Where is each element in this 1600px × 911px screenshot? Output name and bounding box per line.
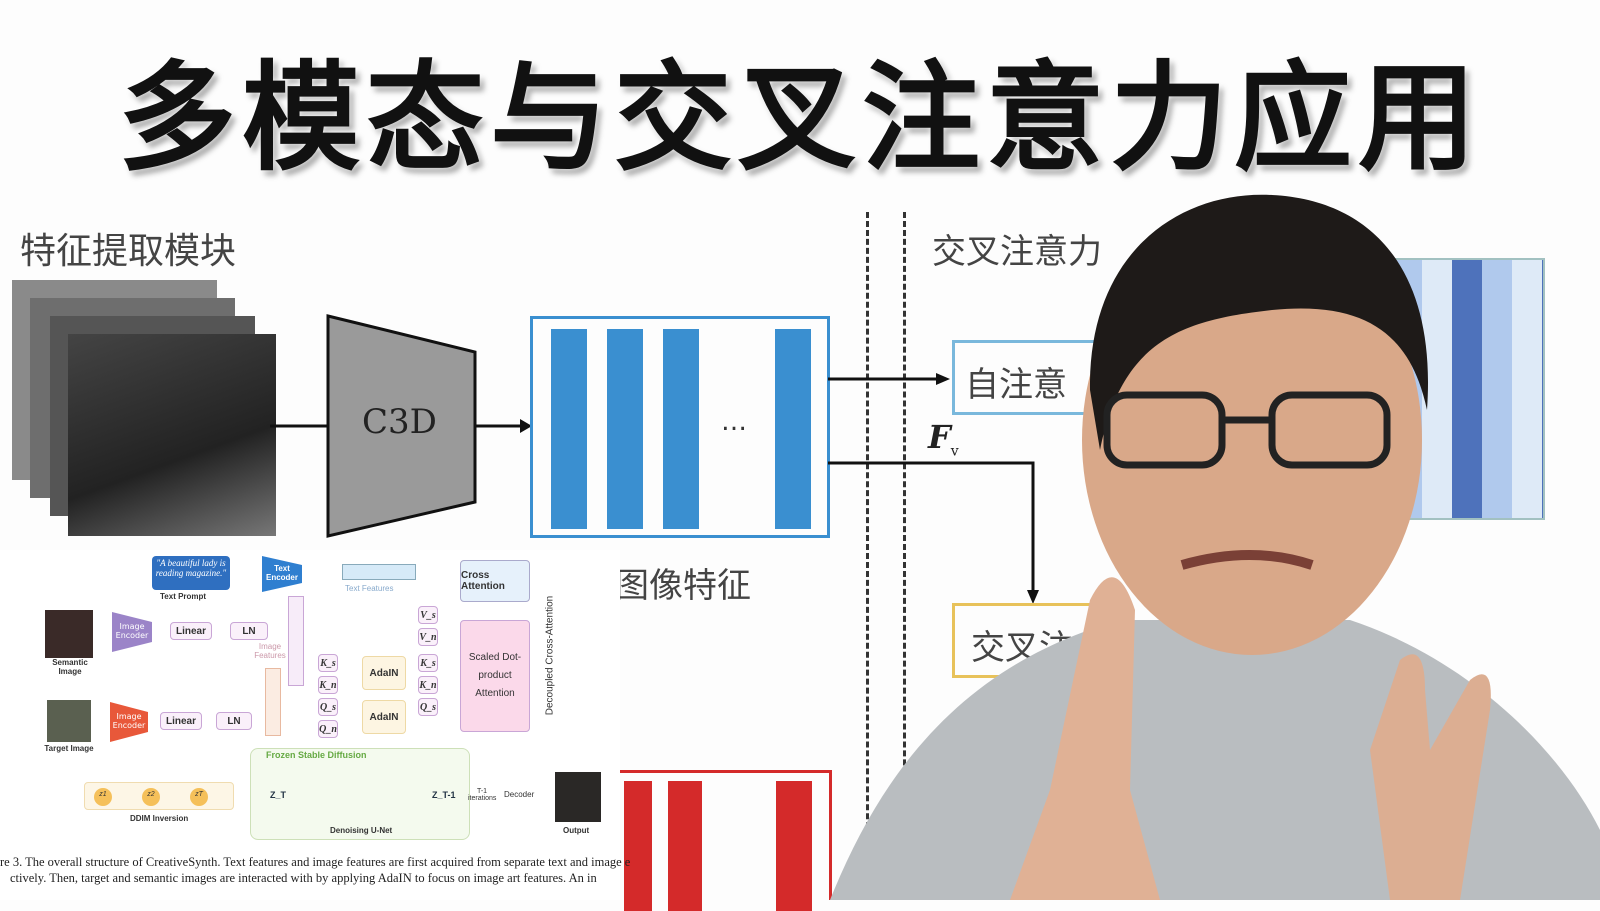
image-features-label: 图像特征 — [615, 566, 751, 606]
hand — [1370, 654, 1491, 900]
red-feature-box — [615, 770, 832, 911]
cross-attention-module-label: 交叉注意力 — [932, 232, 1102, 272]
key-label: V_n — [418, 628, 438, 646]
latent-node: z2 — [142, 788, 160, 806]
output-image — [555, 772, 601, 822]
video-frame — [68, 334, 276, 536]
target-image — [47, 700, 91, 742]
feature-module-label: 特征提取模块 — [20, 231, 237, 272]
key-label: K_s — [318, 654, 338, 672]
presenter — [830, 194, 1600, 900]
glasses-icon — [1103, 391, 1391, 469]
divider — [903, 212, 906, 900]
key-label: K_s — [418, 654, 438, 672]
semantic-image — [45, 610, 93, 658]
image-features-box: … — [530, 316, 830, 538]
c3d-diagram — [270, 314, 532, 538]
c3d-label: C3D — [362, 402, 437, 442]
ellipsis: … — [721, 407, 747, 437]
divider — [866, 212, 869, 900]
key-label: Q_s — [418, 698, 438, 716]
key-label: K_n — [418, 676, 438, 694]
video-title: 多模态与交叉注意力应用 — [117, 49, 1482, 187]
key-label: V_s — [418, 606, 438, 624]
key-label: Q_s — [318, 698, 338, 716]
hand — [1010, 577, 1160, 900]
figure-caption-line1: re 3. The overall structure of CreativeS… — [0, 855, 631, 869]
creativesynth-figure: "A beautiful lady is reading magazine." … — [0, 550, 630, 900]
fv-label: Fv — [928, 418, 959, 460]
arrows — [828, 373, 1039, 604]
latent-node: zT — [190, 788, 208, 806]
figure-caption-line2: ctively. Then, target and semantic image… — [10, 871, 597, 885]
key-label: K_n — [318, 676, 338, 694]
latent-node: z1 — [94, 788, 112, 806]
key-label: Q_n — [318, 720, 338, 738]
